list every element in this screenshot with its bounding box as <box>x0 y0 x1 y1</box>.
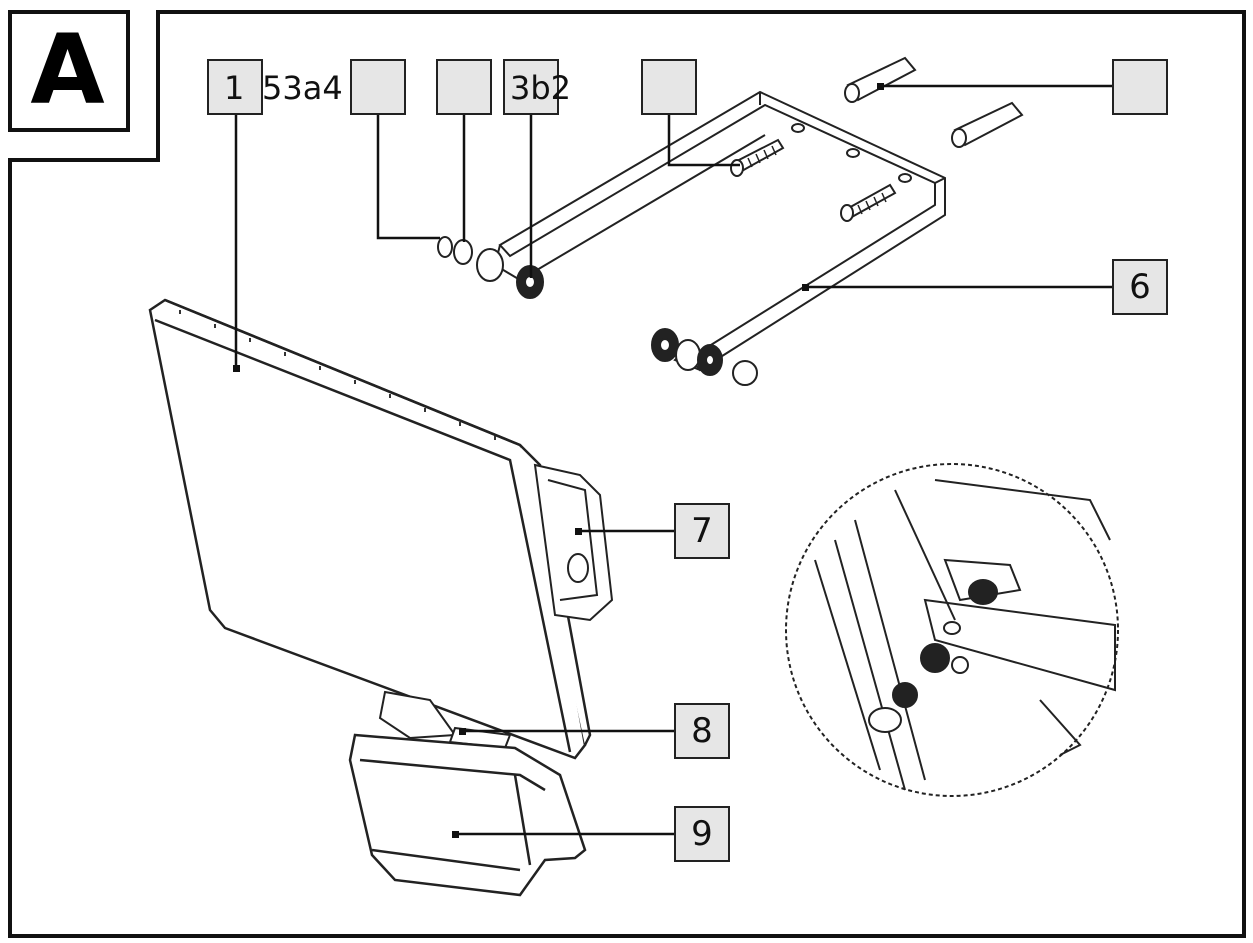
callout-box-wallplug <box>1112 59 1168 115</box>
callout-label-1: 1 <box>224 69 245 107</box>
callout-label-53a4: 53a4 <box>262 69 343 107</box>
mounting-bracket <box>493 90 946 372</box>
panel-letter: A <box>30 13 105 126</box>
letter-tab <box>8 10 130 132</box>
callout-box-2 <box>350 59 406 115</box>
callout-box-3 <box>436 59 492 115</box>
callout-box-4 <box>503 59 559 115</box>
leader-lines <box>234 84 1112 836</box>
callout-box-8 <box>674 703 730 759</box>
callout-label-9: 9 <box>691 814 713 854</box>
callout-label-6: 6 <box>1129 267 1151 307</box>
lamp-head <box>533 463 614 622</box>
detail-magnifier <box>785 463 1119 797</box>
washer-nut-stack-right <box>651 328 758 386</box>
figure-frame <box>8 10 1246 938</box>
callout-box-1 <box>207 59 263 115</box>
callout-box-7 <box>674 503 730 559</box>
lamp-panel <box>148 298 592 760</box>
callout-box-6 <box>1112 259 1168 315</box>
wall-plug-icon <box>844 56 1024 148</box>
leader-dots <box>233 83 884 838</box>
washer-nut-stack-left <box>437 236 544 299</box>
callout-label-3b2: 3b2 <box>510 69 572 107</box>
screw-icon <box>730 138 897 222</box>
callout-label-8: 8 <box>691 711 713 751</box>
pir-sensor <box>348 733 587 897</box>
callout-box-9 <box>674 806 730 862</box>
callout-box-5 <box>641 59 697 115</box>
callout-label-7: 7 <box>691 511 713 551</box>
